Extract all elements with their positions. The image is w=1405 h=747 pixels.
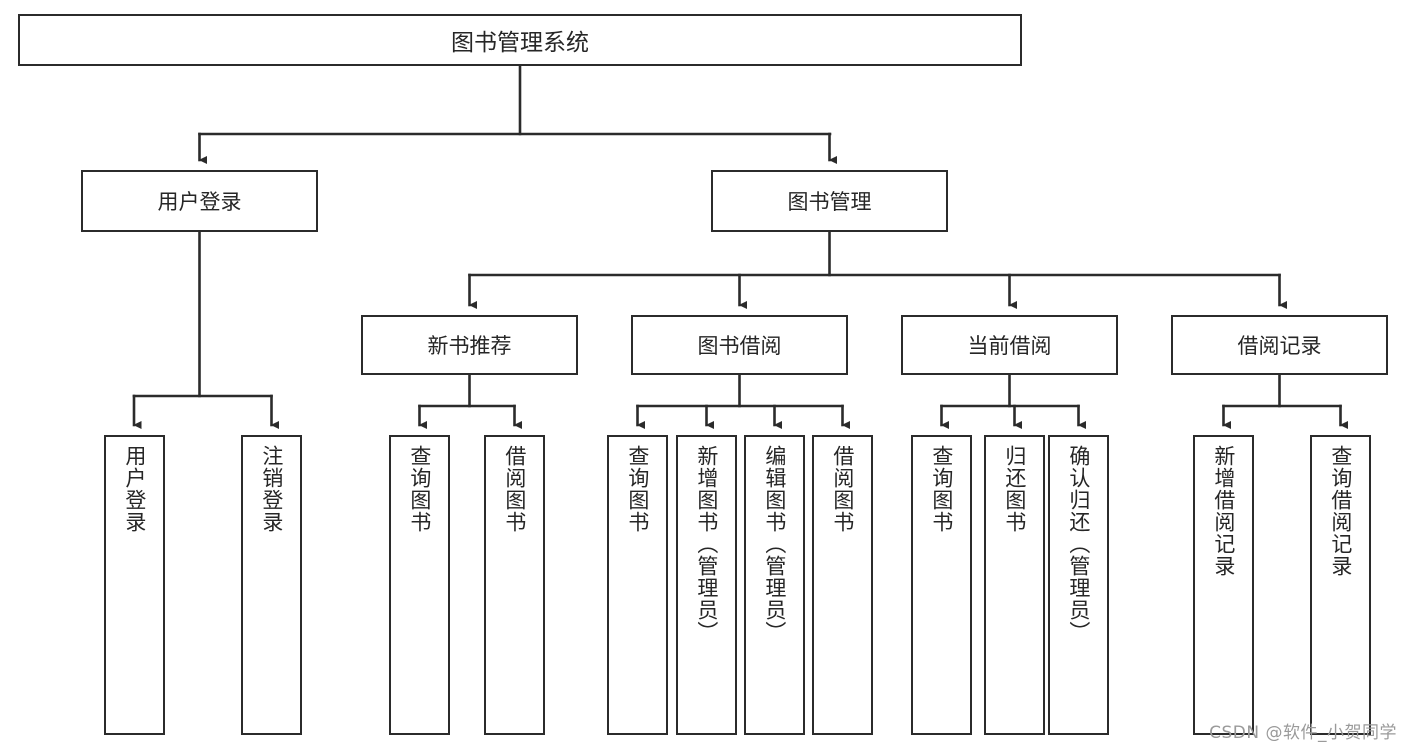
node-label: 确认归还（管理员） — [1066, 445, 1091, 643]
node-label: 查询借阅记录 — [1328, 445, 1353, 577]
edges-borrow-to-leaves — [636, 373, 851, 429]
node-book-management[interactable]: 图书管理 — [711, 170, 948, 232]
node-label: 图书管理 — [787, 190, 872, 214]
leaf-user-login[interactable]: 用户登录 — [104, 435, 165, 735]
edges-records-to-leaves — [1222, 373, 1349, 429]
node-current-borrow[interactable]: 当前借阅 — [901, 315, 1118, 375]
node-label: 归还图书 — [1002, 445, 1027, 533]
node-label: 图书借阅 — [697, 334, 782, 358]
edges-root-to-level1 — [198, 64, 838, 164]
node-label: 当前借阅 — [967, 334, 1052, 358]
node-root-system[interactable]: 图书管理系统 — [18, 14, 1022, 66]
node-new-book-recommend[interactable]: 新书推荐 — [361, 315, 578, 375]
node-label: 用户登录 — [122, 445, 147, 533]
leaf-query-borrow-record[interactable]: 查询借阅记录 — [1310, 435, 1371, 735]
leaf-borrow-book[interactable]: 借阅图书 — [812, 435, 873, 735]
leaf-return-book[interactable]: 归还图书 — [984, 435, 1045, 735]
edges-current-to-leaves — [940, 373, 1087, 429]
node-book-borrow[interactable]: 图书借阅 — [631, 315, 848, 375]
node-label: 用户登录 — [157, 190, 242, 214]
leaf-query-book-recommend[interactable]: 查询图书 — [389, 435, 450, 735]
node-user-login[interactable]: 用户登录 — [81, 170, 318, 232]
leaf-query-book-borrow[interactable]: 查询图书 — [607, 435, 668, 735]
node-label: 编辑图书（管理员） — [762, 445, 787, 643]
node-label: 借阅记录 — [1237, 334, 1322, 358]
node-label: 新书推荐 — [427, 334, 512, 358]
leaf-logout-login[interactable]: 注销登录 — [241, 435, 302, 735]
leaf-borrow-book-recommend[interactable]: 借阅图书 — [484, 435, 545, 735]
edges-newbook-to-leaves — [418, 373, 523, 429]
edges-bookmgmt-to-level2 — [468, 230, 1288, 309]
leaf-add-book-admin[interactable]: 新增图书（管理员） — [676, 435, 737, 735]
node-label: 注销登录 — [259, 445, 284, 533]
node-label: 新增借阅记录 — [1211, 445, 1236, 577]
node-borrow-records[interactable]: 借阅记录 — [1171, 315, 1388, 375]
node-label: 查询图书 — [625, 445, 650, 533]
node-label: 借阅图书 — [502, 445, 527, 533]
leaf-edit-book-admin[interactable]: 编辑图书（管理员） — [744, 435, 805, 735]
leaf-add-borrow-record[interactable]: 新增借阅记录 — [1193, 435, 1254, 735]
csdn-watermark: CSDN @软件_小贺同学 — [1209, 723, 1397, 743]
node-label: 查询图书 — [407, 445, 432, 533]
node-label: 图书管理系统 — [451, 30, 589, 56]
node-label: 新增图书（管理员） — [694, 445, 719, 643]
edges-userlogin-to-leaves — [132, 230, 280, 429]
node-label: 借阅图书 — [830, 445, 855, 533]
leaf-confirm-return-admin[interactable]: 确认归还（管理员） — [1048, 435, 1109, 735]
node-label: 查询图书 — [929, 445, 954, 533]
leaf-query-book-current[interactable]: 查询图书 — [911, 435, 972, 735]
